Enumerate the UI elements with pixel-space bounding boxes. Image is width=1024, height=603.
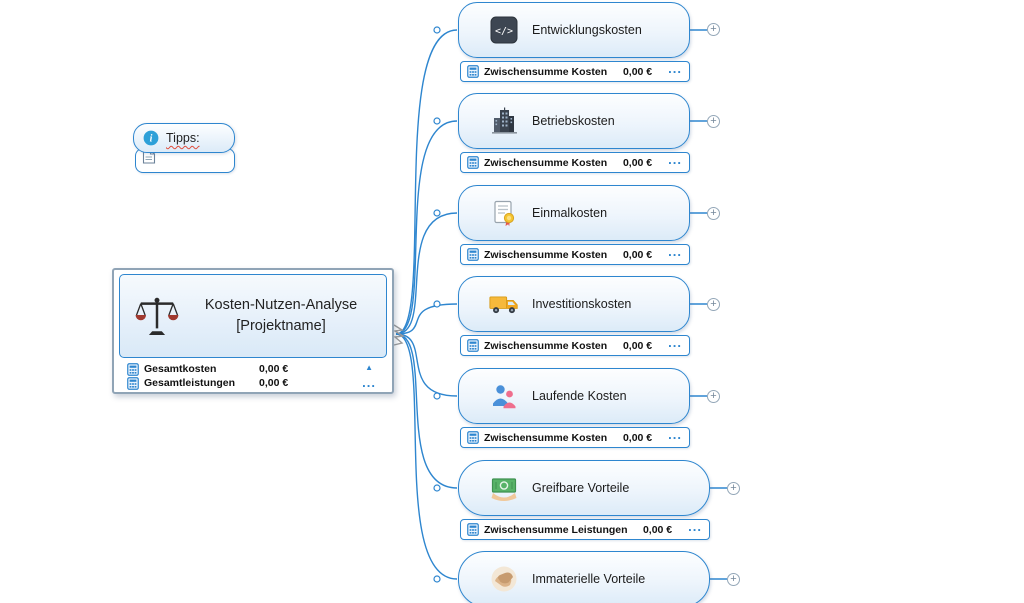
branch-connector [395,333,458,580]
subtotal-row[interactable]: Zwischensumme Kosten 0,00 € ... [460,335,690,356]
truck-icon [489,289,519,319]
central-branch-handle [393,324,406,346]
central-totals: Gesamtkosten 0,00 € Gesamtleistungen 0,0… [119,362,387,390]
topic-label: Laufende Kosten [532,389,627,403]
central-topic-label: Kosten-Nutzen-Analyse [Projektname] [204,296,358,334]
info-icon: i [143,130,159,146]
money-icon [489,473,519,503]
svg-text:i: i [150,134,153,145]
total-value: 0,00 € [259,377,289,389]
subtotal-calc-icon [127,362,139,376]
subtotal-calc-icon [127,376,139,390]
subtotal-value: 0,00 € [622,431,653,444]
subtotal-label: Zwischensumme Kosten [484,339,608,352]
more-options-button[interactable]: ... [688,518,702,534]
subtotal-label: Zwischensumme Kosten [484,65,608,78]
certificate-icon [489,198,519,228]
total-label: Gesamtkosten [144,363,217,375]
total-label: Gesamtleistungen [144,377,236,389]
topic-immaterielle-vorteile[interactable]: Immaterielle Vorteile [458,551,710,603]
topic-entwicklungskosten[interactable]: </> Entwicklungskosten [458,2,690,58]
total-row-gesamtkosten[interactable]: Gesamtkosten 0,00 € [119,362,387,376]
topic-betriebskosten[interactable]: Betriebskosten [458,93,690,149]
subtotal-label: Zwischensumme Kosten [484,431,608,444]
subtotal-calc-icon [467,431,479,444]
building-icon [489,106,519,136]
subtotal-value: 0,00 € [622,65,653,78]
more-options-button[interactable]: ... [668,243,682,259]
topic-label: Immaterielle Vorteile [532,572,646,586]
subtotal-value: 0,00 € [642,523,673,536]
subtotal-row[interactable]: Zwischensumme Kosten 0,00 € ... [460,152,690,173]
subtotal-row[interactable]: Zwischensumme Kosten 0,00 € ... [460,244,690,265]
connector-junction [433,209,441,217]
more-options-button[interactable]: ... [668,426,682,442]
branch-connector [395,29,458,335]
expand-button-immaterielle-vorteile[interactable]: + [727,572,740,586]
collapse-arrow-icon[interactable]: ▲ [365,363,373,372]
connector-junction [433,392,441,400]
connector-junction [433,117,441,125]
subtotal-value: 0,00 € [622,339,653,352]
topic-tipps[interactable]: i Tipps: [133,123,235,153]
connector-junction [433,484,441,492]
code-icon: </> [489,15,519,45]
branch-connector [395,333,458,489]
more-options-button[interactable]: ... [362,375,376,390]
total-row-gesamtleistungen[interactable]: Gesamtleistungen 0,00 € [119,376,387,390]
subtotal-row[interactable]: Zwischensumme Kosten 0,00 € ... [460,427,690,448]
topic-label: Entwicklungskosten [532,23,642,37]
topic-laufende-kosten[interactable]: Laufende Kosten [458,368,690,424]
scale-icon [134,295,180,337]
branch-connector [395,333,458,397]
topic-einmalkosten[interactable]: Einmalkosten [458,185,690,241]
central-topic-title[interactable]: Kosten-Nutzen-Analyse [Projektname] [119,274,387,358]
expand-button-investitionskosten[interactable]: + [707,297,720,311]
topic-greifbare-vorteile[interactable]: Greifbare Vorteile [458,460,710,516]
subtotal-value: 0,00 € [622,248,653,261]
connector-junction [433,300,441,308]
connector-junction [433,26,441,34]
topic-investitionskosten[interactable]: Investitionskosten [458,276,690,332]
more-options-button[interactable]: ... [668,151,682,167]
people-icon [489,381,519,411]
more-options-button[interactable]: ... [668,60,682,76]
subtotal-calc-icon [467,339,479,352]
subtotal-calc-icon [467,65,479,78]
expand-button-greifbare-vorteile[interactable]: + [727,481,740,495]
total-value: 0,00 € [259,363,289,375]
subtotal-calc-icon [467,523,479,536]
more-options-button[interactable]: ... [668,334,682,350]
topic-label: Greifbare Vorteile [532,481,630,495]
svg-text:</>: </> [495,26,513,37]
connector-junction [433,575,441,583]
subtotal-calc-icon [467,248,479,261]
subtotal-label: Zwischensumme Kosten [484,248,608,261]
branch-connector [395,212,458,335]
branch-connector [395,120,458,335]
subtotal-row[interactable]: Zwischensumme Kosten 0,00 € ... [460,61,690,82]
topic-label: Betriebskosten [532,114,615,128]
topic-label: Einmalkosten [532,206,608,220]
subtotal-calc-icon [467,156,479,169]
subtotal-row[interactable]: Zwischensumme Leistungen 0,00 € ... [460,519,710,540]
subtotal-label: Zwischensumme Leistungen [484,523,628,536]
tipps-label: Tipps: [166,131,200,145]
expand-button-einmalkosten[interactable]: + [707,206,720,220]
topic-label: Investitionskosten [532,297,632,311]
expand-button-entwicklungskosten[interactable]: + [707,23,720,36]
central-topic[interactable]: Kosten-Nutzen-Analyse [Projektname] Gesa… [112,268,394,394]
expand-button-betriebskosten[interactable]: + [707,114,720,128]
expand-button-laufende-kosten[interactable]: + [707,389,720,403]
subtotal-value: 0,00 € [622,156,653,169]
handshake-icon [489,564,519,594]
subtotal-label: Zwischensumme Kosten [484,156,608,169]
